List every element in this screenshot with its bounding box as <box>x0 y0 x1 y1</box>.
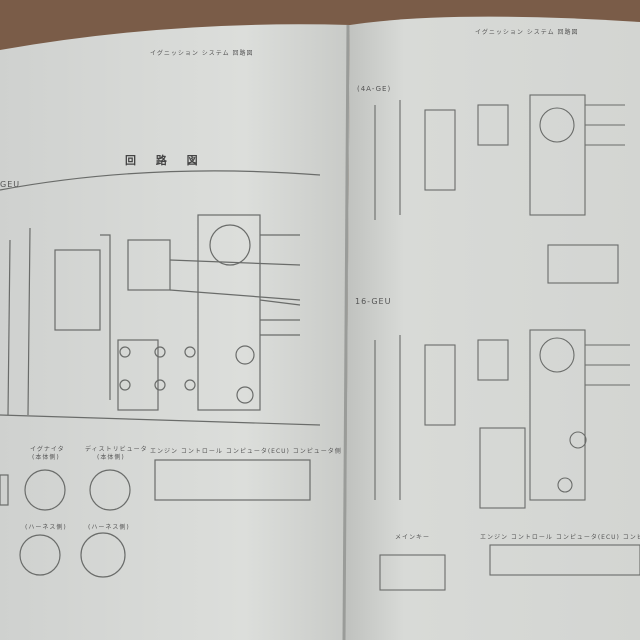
engine-label-top: (4A-GE) <box>357 85 392 93</box>
connector-side-distributor: (本体側) <box>97 454 125 461</box>
engine-label-bottom: 16-GEU <box>355 297 392 306</box>
ecu-label-right: エンジン コントロール コンピュータ(ECU) コンピ <box>480 534 640 541</box>
connector-harness-2: (ハーネス側) <box>88 524 130 531</box>
connector-harness-1: (ハーネス側) <box>25 524 67 531</box>
engine-label: GEU <box>0 180 21 189</box>
left-page-header: イグニッション システム 回路図 <box>150 50 254 57</box>
right-page <box>345 16 640 640</box>
connector-label-igniter: イグナイタ <box>30 446 65 453</box>
right-page-header: イグニッション システム 回路図 <box>475 29 579 36</box>
left-page <box>0 24 350 640</box>
section-title: 回 路 図 <box>125 154 206 167</box>
switch-label: メインキー <box>395 534 431 541</box>
left-diagram <box>0 170 321 578</box>
right-diagram <box>374 94 640 591</box>
ecu-label-left: エンジン コントロール コンピュータ(ECU) コンピュータ側 <box>150 448 342 455</box>
connector-label-distributor: ディストリビュータ <box>85 446 148 453</box>
connector-side-igniter: (本体側) <box>32 454 60 461</box>
